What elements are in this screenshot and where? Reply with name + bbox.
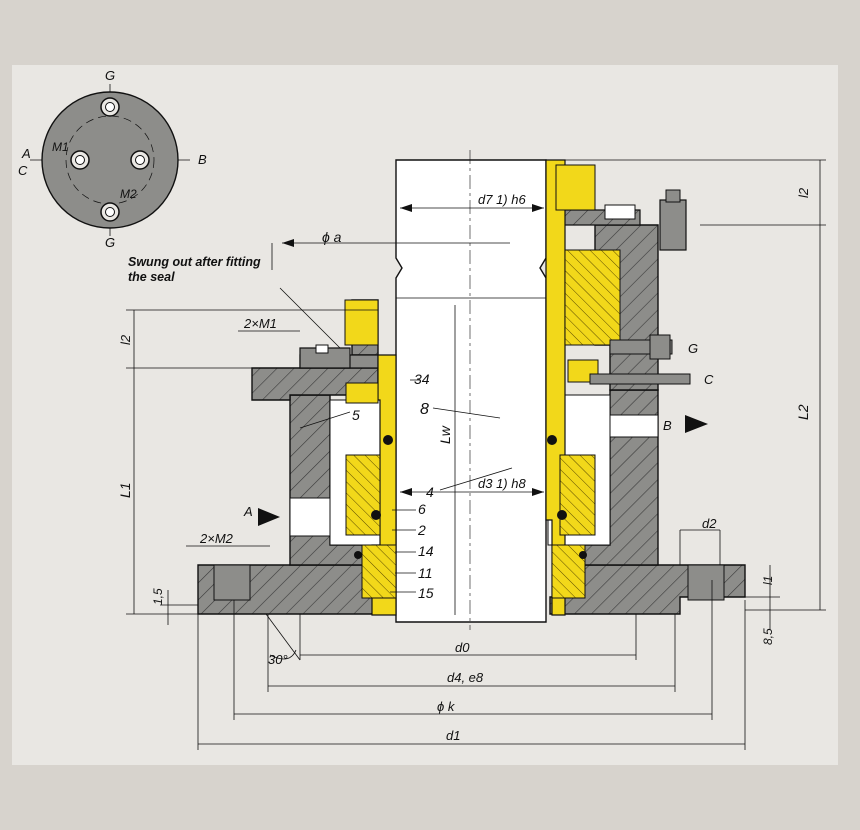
plan-view: G G A C B M1 M2 <box>18 68 207 250</box>
dim-d1: d1 <box>446 728 460 743</box>
note-line-2: the seal <box>128 270 175 284</box>
bolt-hole-bottom <box>100 202 120 222</box>
bolt-top-right <box>659 189 687 251</box>
part-number-4: 4 <box>426 484 434 500</box>
plan-label-b: B <box>198 152 207 167</box>
connection-label-a: A <box>243 504 253 519</box>
dim-d2: d2 <box>702 516 717 531</box>
plan-label-c: C <box>18 163 28 178</box>
part-number-6: 6 <box>418 501 426 517</box>
connection-label-g: G <box>688 341 698 356</box>
connection-a <box>289 497 331 537</box>
port-left <box>70 150 90 170</box>
dim-angle: 30° <box>268 652 288 667</box>
part-number-15: 15 <box>418 585 434 601</box>
plan-label-g-bottom: G <box>105 235 115 250</box>
plan-label-m2: M2 <box>120 187 137 201</box>
outlet-arrow-b <box>685 415 708 433</box>
dim-d0: d0 <box>455 640 470 655</box>
dim-l1-small: l1 <box>761 576 775 585</box>
part-number-8: 8 <box>420 401 429 418</box>
plan-label-a: A <box>21 146 31 161</box>
plan-label-g-top: G <box>105 68 115 83</box>
dim-1-5: 1,5 <box>151 588 165 605</box>
dim-l2-right: l2 <box>796 187 811 198</box>
section-view <box>197 150 746 630</box>
dim-l2-cap: L2 <box>795 404 811 420</box>
dimension-lines <box>126 159 826 750</box>
dim-2xm2: 2×M2 <box>199 531 234 546</box>
connection-b <box>609 414 659 438</box>
connection-label-c: C <box>704 372 714 387</box>
flow-arrows <box>258 204 708 526</box>
part-number-2: 2 <box>417 522 426 538</box>
dim-lw: Lw <box>437 425 453 444</box>
part-number-11: 11 <box>418 565 433 581</box>
dim-phi-k: ϕ k <box>437 699 456 714</box>
dim-d7: d7 1) h6 <box>478 192 526 207</box>
bolt-hole-top <box>100 97 120 117</box>
dim-8-5: 8,5 <box>761 628 775 645</box>
plan-label-m1: M1 <box>52 140 69 154</box>
dim-l2-left: l2 <box>118 334 133 345</box>
inlet-arrow-a <box>258 508 280 526</box>
dim-d4: d4, e8 <box>447 670 484 685</box>
part-number-5: 5 <box>352 407 360 423</box>
dim-d3: d3 1) h8 <box>478 476 526 491</box>
port-right <box>130 150 150 170</box>
flange-disc <box>41 91 179 229</box>
connection-g <box>609 334 673 360</box>
connection-label-b: B <box>663 418 672 433</box>
part-number-14: 14 <box>418 543 434 559</box>
dim-l1-cap: L1 <box>117 482 133 498</box>
dim-phi-a: ϕ a <box>322 229 342 245</box>
connection-c <box>589 373 691 385</box>
dim-2xm1: 2×M1 <box>243 316 277 331</box>
part-number-34: 34 <box>414 371 430 387</box>
note-line-1: Swung out after fitting <box>128 255 261 269</box>
